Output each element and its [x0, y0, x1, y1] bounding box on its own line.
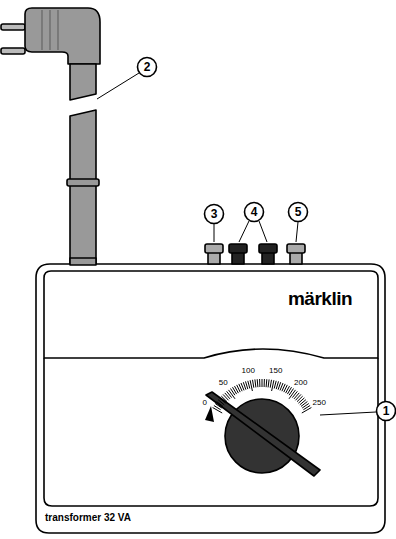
plug-body	[25, 8, 100, 64]
scale-tick	[221, 396, 227, 402]
callout-circle	[205, 205, 224, 224]
front-panel	[44, 271, 378, 358]
scale-value: 150	[269, 367, 282, 375]
scale-value: 250	[312, 399, 325, 407]
power-cord	[70, 64, 96, 100]
scale-tick	[296, 394, 302, 400]
model-name: transformer 32 VA	[45, 513, 131, 523]
scale-tick	[294, 393, 299, 399]
scale-tick	[259, 379, 260, 387]
scale-tick	[250, 380, 252, 391]
terminal	[287, 244, 305, 264]
leader-line	[97, 73, 376, 415]
scale-tick	[218, 400, 224, 405]
scale-tick	[255, 379, 256, 387]
scale-value: 0	[203, 399, 207, 407]
terminal	[229, 244, 247, 264]
cord-ring	[67, 179, 99, 186]
scale-tick	[268, 379, 269, 387]
plug-prong	[1, 48, 25, 54]
callout-number: 4	[251, 206, 258, 218]
power-cord	[70, 110, 96, 264]
scale-tick	[264, 379, 265, 387]
brand-logo: märklin	[288, 289, 352, 308]
callout-circle	[245, 203, 264, 222]
callout-number: 2	[144, 61, 151, 73]
scale-tick	[213, 408, 223, 414]
scale-tick	[262, 379, 263, 387]
callout-circle	[138, 58, 157, 77]
callout-number: 1	[383, 405, 390, 417]
scale-tick	[274, 381, 276, 389]
scale-tick	[302, 408, 312, 414]
scale-tick	[300, 400, 306, 405]
callout-number: 3	[211, 208, 218, 220]
scale-tick	[272, 380, 274, 391]
housing	[36, 264, 385, 533]
scale-tick	[217, 402, 223, 407]
scale-tick	[292, 391, 297, 397]
terminal	[205, 244, 223, 264]
scale-tick	[248, 381, 250, 389]
scale-tick	[257, 379, 259, 387]
scale-tick	[276, 381, 278, 389]
scale-tick	[297, 396, 303, 402]
plug-prong	[1, 24, 25, 30]
scale-tick	[227, 391, 232, 397]
scale-value: 100	[242, 367, 255, 375]
scale-value: 200	[294, 379, 307, 387]
scale-tick	[220, 398, 226, 403]
callout-number: 5	[295, 206, 302, 218]
scale-tick	[243, 382, 246, 390]
scale-tick	[298, 398, 304, 403]
scale-tick	[270, 380, 271, 388]
scale-tick	[246, 381, 248, 389]
callout-circle	[377, 402, 396, 421]
scale-value: 50	[219, 379, 228, 387]
knob-pointer	[206, 392, 320, 476]
dial-panel	[44, 358, 378, 506]
terminal	[259, 244, 277, 264]
scale-tick	[223, 394, 229, 400]
scale-tick	[266, 379, 268, 387]
scale-tick	[253, 380, 254, 388]
callout-circle	[289, 203, 308, 222]
